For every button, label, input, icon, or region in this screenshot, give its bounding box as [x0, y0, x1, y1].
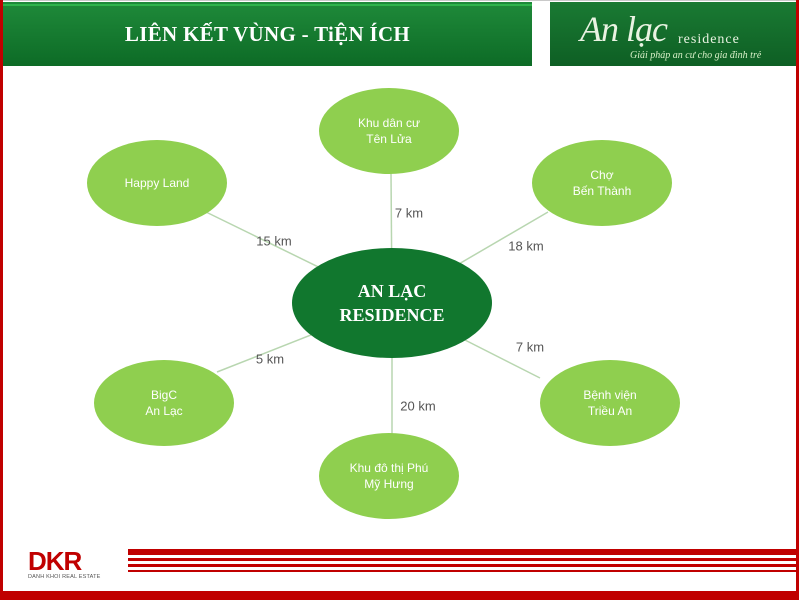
- header-accent-line: [3, 4, 532, 6]
- amenity-label-line2: Triều An: [587, 404, 633, 418]
- left-border: [0, 0, 3, 600]
- logo-main-text: An lạc: [580, 9, 668, 49]
- footer-stripe: [128, 570, 796, 572]
- page-title: LIÊN KẾT VÙNG - TiỆN ÍCH: [124, 22, 411, 46]
- amenity-node-4: [94, 360, 234, 446]
- dkr-brand: DKR: [28, 546, 82, 576]
- distance-label-3: 20 km: [400, 398, 436, 414]
- distance-label-2: 7 km: [515, 339, 545, 355]
- center-node-label: AN LẠC RESIDENCE: [339, 279, 444, 327]
- amenity-label-line2: Tên Lửa: [366, 132, 412, 146]
- amenity-node-0: [319, 88, 459, 174]
- amenity-label-line2: Mỹ Hưng: [364, 477, 414, 491]
- an-lac-logo: An lạc residence Giải pháp an cư cho gia…: [550, 2, 796, 66]
- amenity-label-5: Happy Land: [125, 175, 190, 191]
- distance-label-1: 18 km: [508, 238, 544, 254]
- amenity-label-line1: Happy Land: [124, 176, 190, 190]
- logo-sub-text: residence: [678, 32, 740, 47]
- amenity-label-line1: Khu dân cư: [357, 116, 421, 130]
- amenity-label-0: Khu dân cư Tên Lửa: [358, 115, 420, 147]
- distance-label-4: 5 km: [255, 351, 285, 367]
- amenity-label-3: Khu đô thị Phú Mỹ Hưng: [350, 460, 429, 492]
- amenity-label-line2: An Lạc: [145, 404, 183, 418]
- center-line-2: RESIDENCE: [339, 305, 445, 325]
- amenity-label-4: BigC An Lạc: [145, 387, 182, 419]
- header-banner: LIÊN KẾT VÙNG - TiỆN ÍCH: [3, 2, 532, 66]
- amenity-node-1: [532, 140, 672, 226]
- amenity-label-line1: Bệnh viện: [583, 388, 637, 402]
- dkr-brand-sub: DANH KHOI REAL ESTATE: [28, 574, 101, 580]
- distance-label-0: 7 km: [394, 205, 424, 221]
- amenity-node-5: [87, 140, 227, 226]
- amenity-label-line1: Khu đô thị Phú: [349, 461, 429, 475]
- center-line-1: AN LẠC: [357, 281, 427, 301]
- right-border: [796, 0, 799, 600]
- logo-tagline: Giải pháp an cư cho gia đình trẻ: [630, 50, 762, 61]
- distance-label-5: 15 km: [256, 233, 292, 249]
- footer-stripe: [128, 564, 796, 567]
- amenity-label-line1: BigC: [150, 388, 178, 402]
- amenity-node-3: [319, 433, 459, 519]
- dkr-logo: DKR DANH KHOI REAL ESTATE: [28, 548, 124, 582]
- node-shapes: [87, 88, 680, 519]
- amenity-label-line1: Chợ: [590, 168, 614, 182]
- center-node: [292, 248, 492, 358]
- bottom-border: [0, 591, 799, 600]
- footer-stripes: [128, 549, 796, 579]
- footer-stripe: [128, 558, 796, 561]
- amenity-node-2: [540, 360, 680, 446]
- footer-stripe: [128, 549, 796, 555]
- amenity-label-line2: Bến Thành: [572, 184, 632, 198]
